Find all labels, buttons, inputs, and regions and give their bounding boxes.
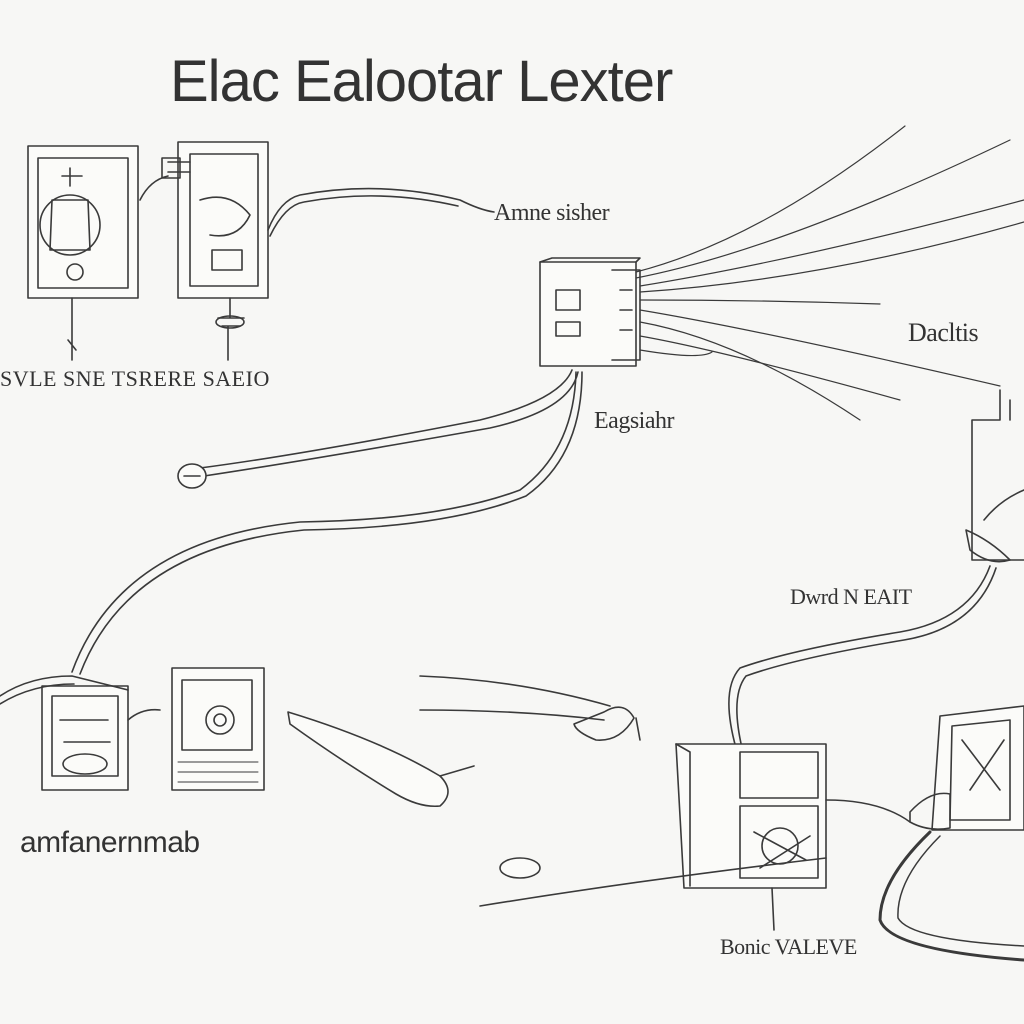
junction-box-center [539, 257, 641, 367]
wire-bundle-upper-right [635, 125, 1024, 421]
label-bottom-right: Bonic VALEVE [720, 934, 857, 959]
label-center-box: Eagsiahr [594, 408, 674, 434]
panel-bottom-second [171, 667, 265, 791]
diagram-title: Elac Ealootar Lexter [170, 49, 673, 114]
label-left-panels: SVLE SNE TSRERE SAEIO [0, 366, 270, 391]
cable-right-down [728, 565, 997, 749]
label-upper-cable: Amne sisher [494, 200, 610, 226]
wire-clip [419, 675, 641, 741]
connector-box-far-right [878, 705, 1024, 962]
label-bottom-left: amfanernmab [20, 826, 200, 859]
panel-bottom-left [0, 675, 161, 791]
hose-piece [287, 711, 475, 808]
label-right-edge: Dacltis [908, 318, 979, 347]
box-bottom-right [479, 743, 911, 931]
panel-top-left [27, 145, 139, 361]
cable-center-left [71, 369, 583, 675]
panel-top-second [139, 141, 495, 361]
device-right-edge [965, 389, 1024, 563]
label-right-cable: Dwrd N EAIT [790, 584, 912, 609]
